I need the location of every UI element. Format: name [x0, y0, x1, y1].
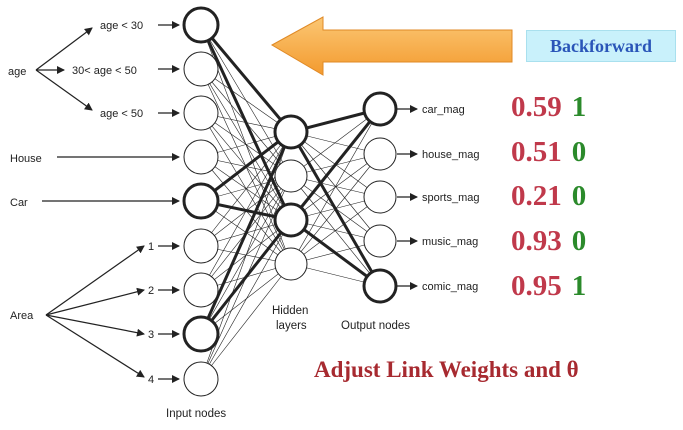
area-value-label: 4 [148, 374, 154, 386]
input-node [182, 6, 220, 44]
area-branch-arrow [45, 245, 145, 316]
hidden-node [273, 202, 309, 238]
output-label: music_mag [422, 236, 478, 248]
output-layer-caption: Output nodes [341, 320, 410, 332]
output-result-row: 0.21 0 [511, 178, 586, 214]
age-label: age [8, 66, 26, 78]
output-label: house_mag [422, 149, 480, 161]
age-branch-arrow [35, 27, 93, 71]
target-value: 0 [571, 224, 587, 257]
output-label: comic_mag [422, 281, 478, 293]
link [290, 196, 381, 265]
link [200, 263, 292, 380]
output-result-row: 0.95 1 [511, 268, 586, 304]
target-value: 0 [571, 179, 587, 212]
area-branch-arrow [45, 314, 145, 378]
target-value: 0 [571, 135, 587, 168]
adjust-weights-caption: Adjust Link Weights and θ [314, 357, 579, 382]
output-value: 0.93 [511, 224, 562, 257]
input-layer-caption: Input nodes [166, 408, 226, 420]
output-node [363, 180, 397, 214]
car-label: Car [10, 197, 28, 209]
age-branch-arrow [35, 69, 93, 111]
output-value: 0.95 [511, 269, 562, 302]
link [200, 131, 292, 291]
link [290, 175, 381, 287]
output-value: 0.21 [511, 179, 562, 212]
area-branch-arrow [45, 314, 145, 337]
input-node [183, 361, 219, 397]
output-result-row: 0.51 0 [511, 134, 586, 170]
hidden-node [274, 159, 308, 193]
input-node [183, 51, 219, 87]
input-node [183, 228, 219, 264]
output-node [363, 137, 397, 171]
nodes [182, 6, 398, 397]
strong-link [200, 130, 292, 203]
target-value: 1 [571, 269, 587, 302]
house-label: House [10, 153, 42, 165]
strong-link [199, 24, 293, 133]
strong-link [290, 218, 381, 288]
link [290, 108, 381, 177]
input-label-arrows [35, 21, 180, 383]
area-value-label: 3 [148, 329, 154, 341]
link [200, 131, 292, 247]
input-node [183, 272, 219, 308]
link [200, 219, 292, 380]
link [290, 153, 381, 265]
area-value-label: 1 [148, 241, 154, 253]
link [200, 68, 292, 133]
output-result-row: 0.93 0 [511, 223, 586, 259]
link [290, 108, 381, 265]
output-node [362, 91, 398, 127]
output-result-row: 0.59 1 [511, 89, 586, 125]
input-node [183, 139, 219, 175]
strong-link [199, 131, 293, 335]
output-node [363, 224, 397, 258]
hidden-node [274, 247, 308, 281]
area-value-label: 2 [148, 285, 154, 297]
left-arrow-icon [270, 16, 513, 76]
hidden-layer-caption: Hidden [272, 305, 308, 317]
output-value: 0.59 [511, 90, 562, 123]
hidden-node [273, 114, 309, 150]
target-value: 1 [571, 90, 587, 123]
input-node [182, 182, 220, 220]
output-node [362, 268, 398, 304]
age-bin-label: age < 50 [100, 108, 143, 120]
hidden-layer-caption: layers [276, 320, 307, 332]
link [200, 175, 292, 380]
age-bin-label: 30< age < 50 [72, 65, 137, 77]
output-label: sports_mag [422, 192, 479, 204]
input-node [182, 315, 220, 353]
output-arrows [397, 105, 418, 290]
output-label: car_mag [422, 104, 465, 116]
backforward-banner: Backforward [526, 30, 676, 62]
area-branch-arrow [45, 287, 145, 316]
area-label: Area [10, 310, 34, 322]
input-node [183, 95, 219, 131]
age-bin-label: age < 30 [100, 20, 143, 32]
strong-link [289, 108, 382, 221]
output-value: 0.51 [511, 135, 562, 168]
